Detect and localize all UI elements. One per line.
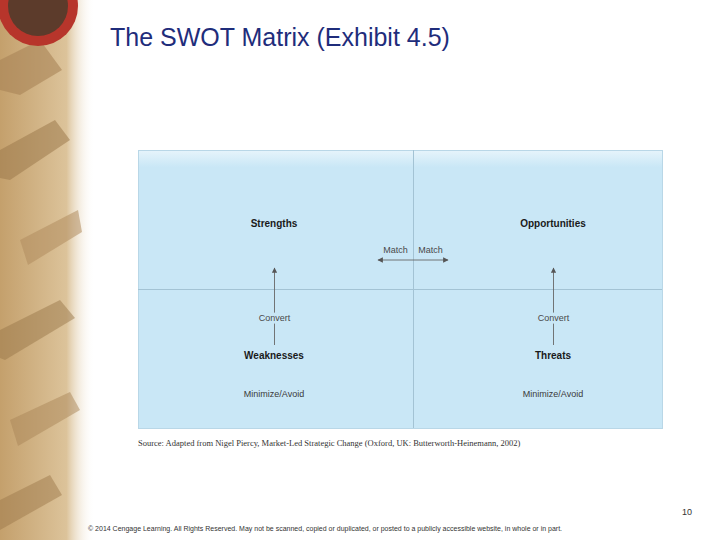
matrix-ground <box>139 151 663 429</box>
maze-wall <box>10 392 80 446</box>
connector-arrow <box>378 260 413 261</box>
maze-wall <box>0 120 70 180</box>
strategy-note: Minimize/Avoid <box>523 389 583 400</box>
quadrant-heading: Weaknesses <box>244 350 304 362</box>
quadrant-heading: Opportunities <box>520 218 586 230</box>
swot-quadrant: ThreatsMinimize/Avoid <box>413 289 662 428</box>
connector-arrow <box>413 260 448 261</box>
grid-line <box>138 289 662 290</box>
copyright-note: © 2014 Cengage Learning. All Rights Rese… <box>88 525 562 533</box>
page-number: 10 <box>682 507 692 518</box>
maze-wall <box>0 40 62 95</box>
connector-arrow <box>553 268 554 345</box>
connector-label: Match <box>416 245 445 256</box>
swot-quadrant: Opportunities <box>413 150 662 289</box>
ring-hole <box>8 0 68 36</box>
strategy-note: Minimize/Avoid <box>244 389 304 400</box>
maze-wall <box>0 300 75 360</box>
red-ring <box>0 0 78 46</box>
connector-label: Match <box>381 245 410 256</box>
connector-arrow <box>274 268 275 345</box>
slide-title: The SWOT Matrix (Exhibit 4.5) <box>110 22 450 52</box>
quadrant-heading: Strengths <box>251 218 298 230</box>
maze-wall <box>0 475 62 530</box>
connector-label: Convert <box>257 313 293 324</box>
quadrant-heading: Threats <box>535 350 571 362</box>
swot-quadrant: WeaknessesMinimize/Avoid <box>138 289 413 428</box>
maze-image <box>0 0 95 540</box>
maze-wall <box>20 210 82 265</box>
source-note: Source: Adapted from Nigel Piercy, Marke… <box>138 438 520 448</box>
swot-quadrant: Strengths <box>138 150 413 289</box>
connector-label: Convert <box>536 313 572 324</box>
